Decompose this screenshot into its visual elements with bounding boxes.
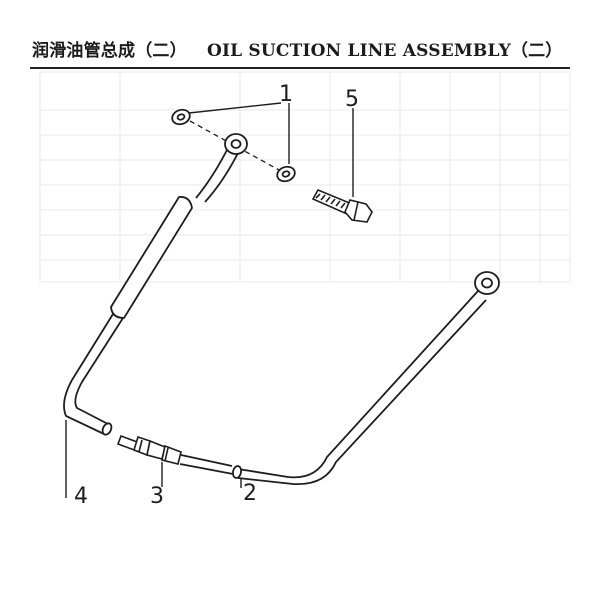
- callout-label-1: 1: [279, 82, 293, 107]
- banjo-bolt: [311, 188, 373, 223]
- title-chinese: 润滑油管总成（二）: [32, 41, 187, 61]
- washer-upper: [171, 108, 191, 126]
- union-connector: [116, 434, 182, 465]
- callout-label-2: 2: [243, 481, 257, 506]
- washer-lower: [276, 165, 296, 183]
- short-pipe-sleeve: [110, 196, 193, 319]
- title-english: OIL SUCTION LINE ASSEMBLY（二）: [206, 41, 563, 61]
- callout-label-5: 5: [345, 87, 359, 112]
- short-pipe-banjo: [224, 133, 248, 155]
- leader-1-a: [188, 102, 282, 114]
- short-oil-pipe: [63, 145, 240, 436]
- callout-label-3: 3: [150, 484, 164, 509]
- callout-leaders: [65, 102, 354, 498]
- title-underline: [30, 67, 570, 69]
- long-oil-pipe: [179, 290, 487, 485]
- bleed-through-table: [39, 71, 571, 283]
- long-pipe-banjo: [474, 271, 500, 295]
- callout-label-4: 4: [74, 484, 88, 509]
- page-title: 润滑油管总成（二） OIL SUCTION LINE ASSEMBLY（二）: [32, 36, 563, 61]
- long-pipe-sleeve-end: [231, 465, 243, 479]
- washer-alignment-line: [189, 120, 280, 171]
